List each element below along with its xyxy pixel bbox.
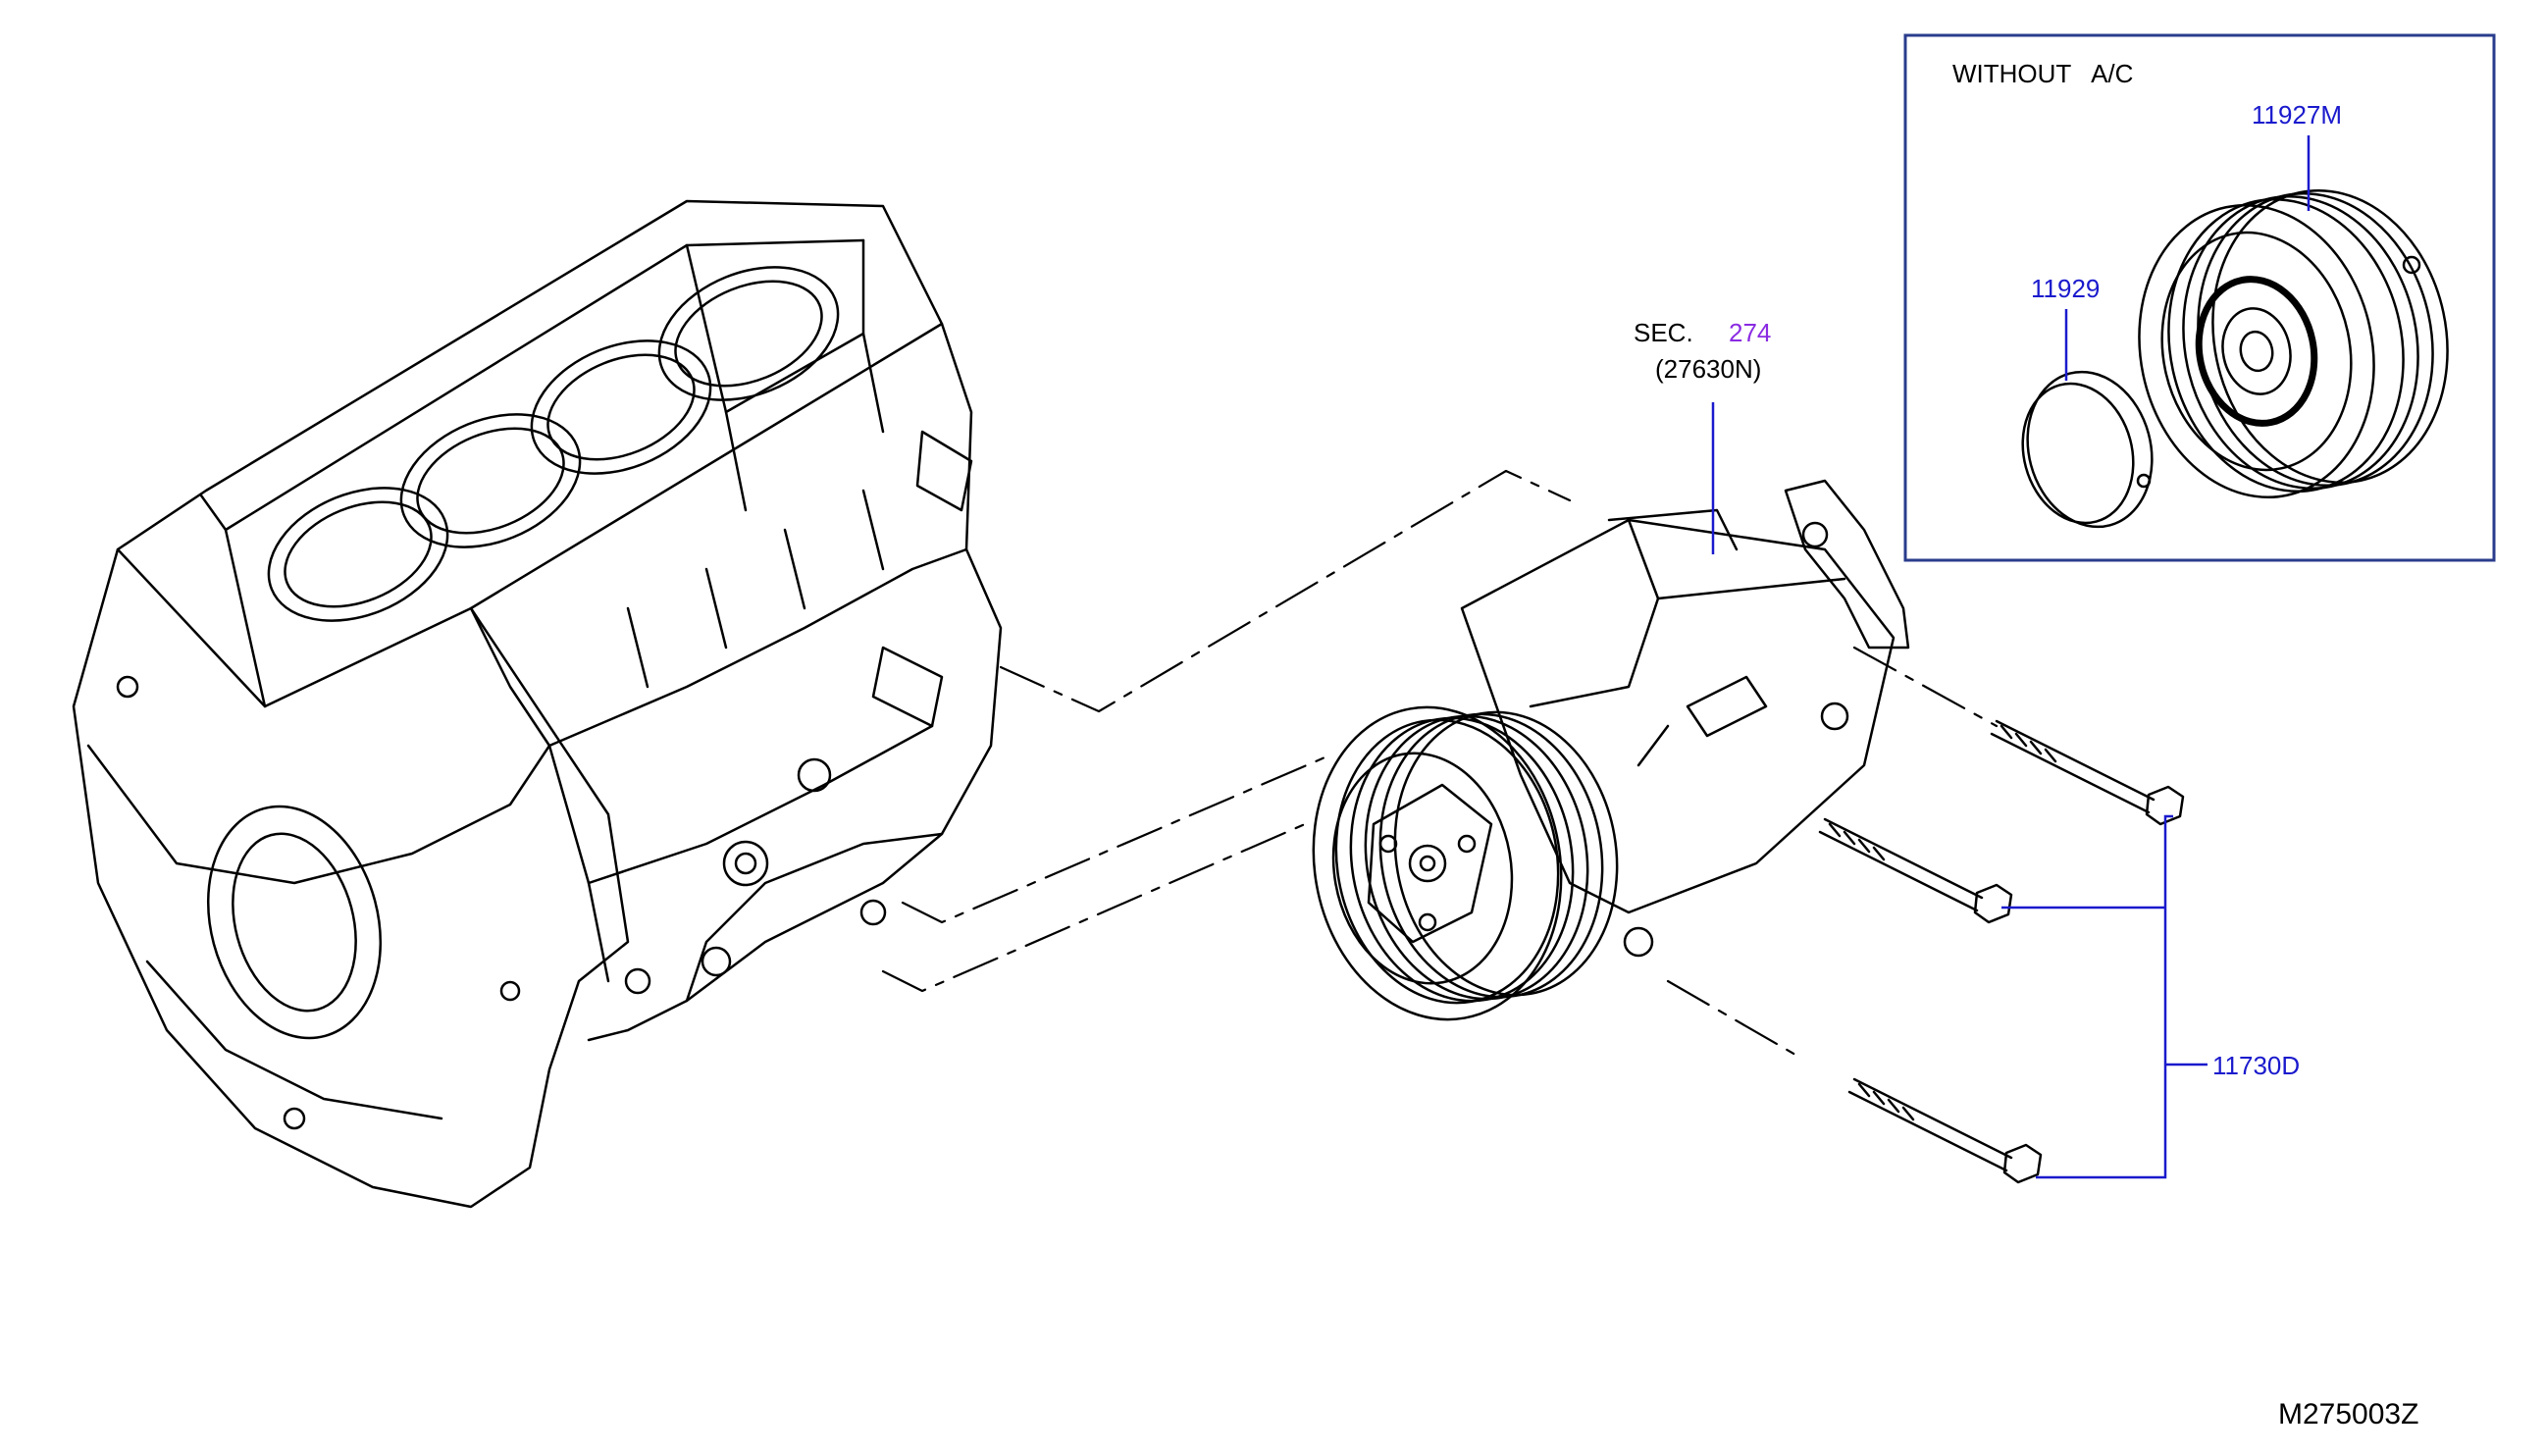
sec-prefix-label: SEC. (1634, 318, 1693, 347)
cylinder-bores (267, 266, 840, 622)
figure-code: M275003Z (2278, 1398, 2418, 1430)
sec-274-link[interactable]: 274 (1729, 318, 1771, 347)
part-number-11929[interactable]: 11929 (2031, 274, 2100, 303)
bolt-upper (1990, 719, 2185, 826)
part-number-11927m[interactable]: 11927M (2252, 100, 2342, 130)
compressor-pulley (1312, 705, 1619, 1021)
11730d-bracket-line (2001, 814, 2207, 1179)
pulley-cap-illustration (2021, 370, 2154, 529)
without-ac-title: WITHOUT A/C (1952, 59, 2133, 88)
ac-compressor-illustration (1312, 479, 1910, 1021)
sec-27630n-label: (27630N) (1655, 354, 1761, 384)
mount-guide-lines (881, 469, 1999, 1057)
mounting-bolts-illustration (1818, 719, 2185, 1184)
idler-pulley-illustration (2138, 188, 2449, 499)
engine-block-illustration (72, 199, 1003, 1209)
without-ac-inset-frame (1903, 33, 2496, 562)
bolt-middle (1818, 817, 2013, 924)
part-number-11730d[interactable]: 11730D (2212, 1051, 2300, 1080)
bolt-lower (1847, 1077, 2043, 1184)
